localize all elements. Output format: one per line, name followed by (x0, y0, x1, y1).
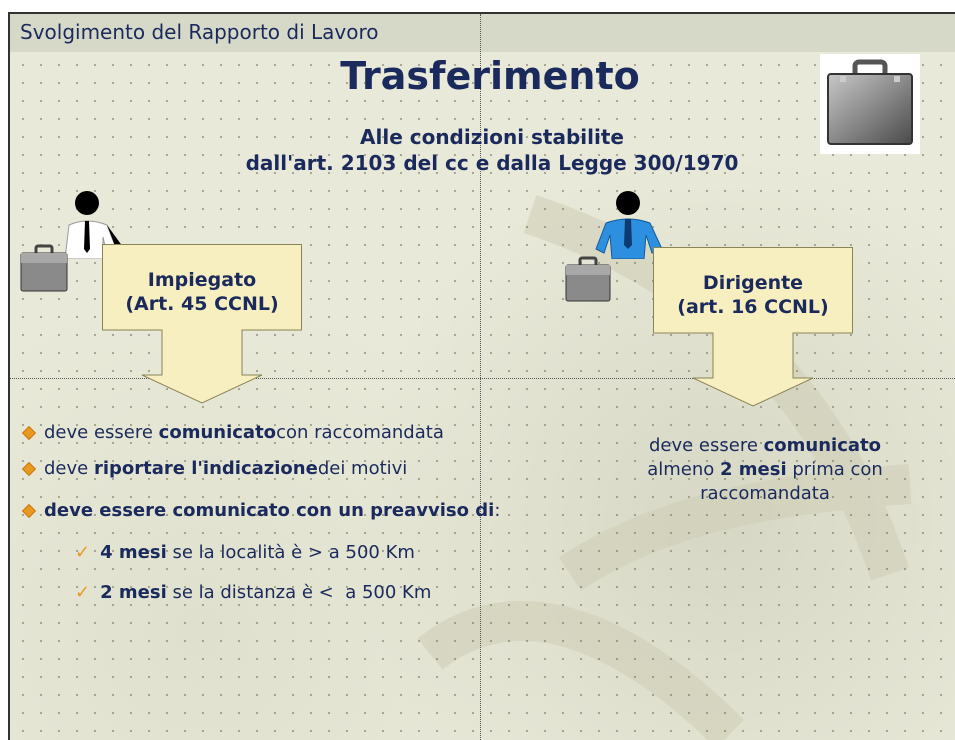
briefcase-icon (820, 54, 920, 154)
bullet-text: dei motivi (317, 458, 408, 479)
callout-reference: (Art. 45 CCNL) (125, 293, 279, 315)
list-item: deve essere comunicato con raccomandata (21, 422, 444, 443)
note-text: almeno (647, 459, 720, 480)
sub-item-bold: 4 mesi (100, 542, 167, 563)
sub-item-text: se la località è > a 500 Km (166, 542, 415, 563)
subtitle-line-1: Alle condizioni stabilite (360, 125, 624, 149)
sub-item-bold: 2 mesi (100, 582, 167, 603)
list-item: deve essere comunicato con un preavviso … (21, 500, 501, 521)
bullet-text: deve (44, 458, 89, 479)
checkmark-icon: ✓ (75, 542, 91, 563)
list-item: deve riportare l'indicazione dei motivi (21, 458, 408, 479)
note-text: raccomandata (700, 483, 830, 504)
manager-icon (588, 189, 668, 260)
note-text: prima con (786, 459, 883, 480)
bullet-diamond-icon (21, 461, 37, 476)
sub-list-item: ✓ 2 mesi se la distanza è < a 500 Km (75, 582, 431, 603)
callout-title: Dirigente (702, 272, 804, 294)
note-text: deve essere (648, 435, 764, 456)
sub-item-text: se la distanza è < a 500 Km (166, 582, 432, 603)
callout-reference: (art. 16 CCNL) (677, 296, 829, 318)
note-bold: 2 mesi (720, 459, 787, 480)
subtitle-line-2: dall'art. 2103 del cc e dalla Legge 300/… (245, 151, 739, 175)
bullet-text: con raccomandata (276, 422, 444, 443)
bullet-bold: comunicato (158, 422, 277, 443)
bullet-diamond-icon (21, 503, 37, 518)
slide: Svolgimento del Rapporto di Lavoro Trasf… (8, 12, 955, 740)
dirigente-note: deve essere comunicato almeno 2 mesi pri… (600, 434, 930, 506)
sub-list-item: ✓ 4 mesi se la località è > a 500 Km (75, 542, 415, 563)
bullet-text: : (494, 500, 501, 521)
header-bar (10, 14, 955, 52)
bullet-text: deve essere (44, 422, 153, 443)
briefcase-icon (18, 242, 70, 294)
bullet-diamond-icon (21, 425, 37, 440)
note-bold: comunicato (763, 435, 882, 456)
checkmark-icon: ✓ (75, 582, 91, 603)
page-title: Trasferimento (340, 54, 640, 98)
employee-icon (55, 189, 125, 260)
down-arrow-callout-shape (102, 244, 302, 404)
guide-horizontal (10, 378, 955, 379)
briefcase-icon (563, 254, 613, 304)
section-title: Svolgimento del Rapporto di Lavoro (20, 20, 379, 44)
callout-title: Impiegato (147, 269, 257, 291)
bullet-bold: riportare l'indicazione (93, 458, 318, 479)
guide-vertical (480, 14, 481, 740)
bullet-bold: deve essere comunicato con un preavviso … (44, 500, 495, 521)
down-arrow-callout-shape (653, 247, 853, 407)
